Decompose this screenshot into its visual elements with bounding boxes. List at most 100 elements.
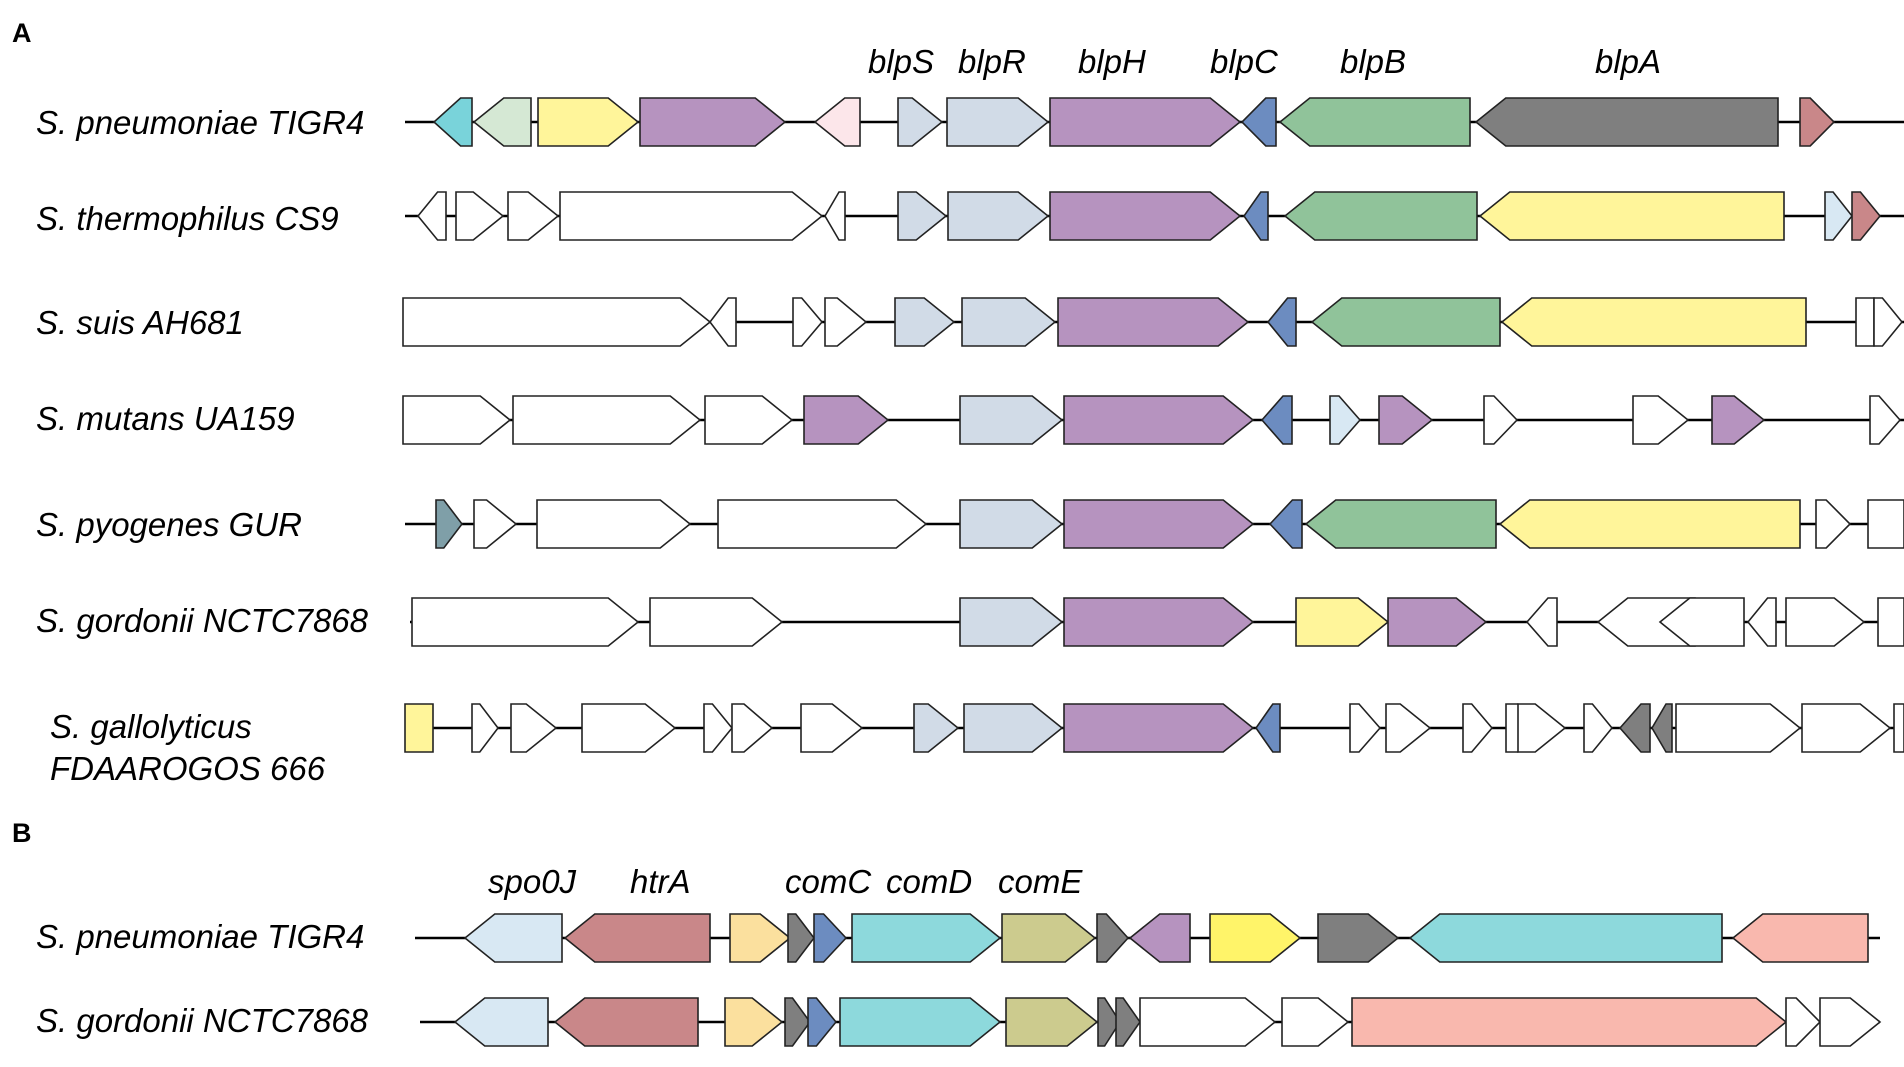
track-gallolyticus-gene-17 — [1583, 703, 1614, 753]
track-gallolyticus-gene-14 — [1462, 703, 1494, 753]
track-mutans-gene-5 — [959, 395, 1064, 445]
track-suis-gene-5 — [894, 297, 956, 347]
track-pneumoniae-gene-5 — [813, 97, 861, 147]
track-b-gordonii-gene-2 — [553, 997, 699, 1047]
organism-label-mutans: S. mutans UA159 — [36, 400, 295, 437]
track-mutans-gene-2 — [512, 395, 702, 445]
track-suis-gene-11 — [1855, 297, 1875, 347]
track-pyogenes-gene-6 — [1063, 499, 1255, 549]
track-gordonii-gene-10 — [1746, 597, 1777, 647]
gene-label-blpS: blpS — [868, 43, 934, 80]
track-pyogenes-gene-7 — [1268, 499, 1303, 549]
track-b-gordonii — [420, 997, 1882, 1047]
track-gallolyticus-gene-8 — [913, 703, 960, 753]
track-pyogenes-gene-5 — [959, 499, 1064, 549]
track-b-pneumoniae-gene-13 — [1731, 913, 1869, 963]
organism-label-thermophilus: S. thermophilus CS9 — [36, 200, 339, 237]
track-b-pneumoniae — [415, 913, 1880, 963]
track-thermophilus — [405, 191, 1904, 241]
track-b-gordonii-gene-12 — [1351, 997, 1788, 1047]
gene-tracks — [402, 97, 1904, 1047]
track-thermophilus-gene-10 — [1283, 191, 1478, 241]
track-thermophilus-gene-8 — [1049, 191, 1242, 241]
track-b-pneumoniae-gene-8 — [1096, 913, 1130, 963]
track-b-pneumoniae-gene-4 — [787, 913, 816, 963]
track-mutans-gene-7 — [1260, 395, 1293, 445]
track-suis-gene-9 — [1310, 297, 1501, 347]
track-thermophilus-gene-9 — [1243, 191, 1269, 241]
track-b-gordonii-gene-3 — [724, 997, 784, 1047]
track-mutans-gene-11 — [1632, 395, 1690, 445]
gene-label-blpH: blpH — [1078, 43, 1146, 80]
gene-label-blpC: blpC — [1210, 43, 1279, 80]
track-thermophilus-gene-6 — [897, 191, 948, 241]
track-pyogenes — [405, 499, 1904, 549]
track-b-gordonii-gene-11 — [1281, 997, 1350, 1047]
track-thermophilus-gene-13 — [1851, 191, 1882, 241]
track-pneumoniae-gene-2 — [472, 97, 532, 147]
track-gallolyticus-gene-20 — [1675, 703, 1802, 753]
track-b-gordonii-gene-6 — [839, 997, 1002, 1047]
track-suis-gene-3 — [792, 297, 824, 347]
organism-label-gallolyticus: S. gallolyticus — [50, 708, 252, 745]
track-b-pneumoniae-gene-6 — [851, 913, 1002, 963]
track-gallolyticus-gene-22 — [1893, 703, 1904, 753]
track-b-pneumoniae-gene-2 — [563, 913, 711, 963]
track-mutans-gene-6 — [1063, 395, 1255, 445]
track-suis-gene-8 — [1266, 297, 1297, 347]
track-mutans-gene-12 — [1711, 395, 1766, 445]
organism-label-suis: S. suis AH681 — [36, 304, 244, 341]
track-pneumoniae-gene-9 — [1240, 97, 1277, 147]
gene-label-blpR: blpR — [958, 43, 1026, 80]
track-suis-gene-12 — [1873, 297, 1904, 347]
track-pneumoniae-gene-6 — [897, 97, 944, 147]
track-b-pneumoniae-gene-10 — [1209, 913, 1302, 963]
gene-label-spo0J: spo0J — [488, 863, 577, 900]
gene-label-blpA: blpA — [1595, 43, 1661, 80]
track-pyogenes-gene-1 — [435, 499, 464, 549]
track-mutans-gene-13 — [1869, 395, 1902, 445]
track-gallolyticus-gene-9 — [963, 703, 1064, 753]
track-b-gordonii-gene-10 — [1139, 997, 1277, 1047]
track-b-pneumoniae-gene-3 — [729, 913, 792, 963]
track-b-gordonii-gene-7 — [1005, 997, 1099, 1047]
track-thermophilus-gene-2 — [455, 191, 505, 241]
track-pyogenes-gene-3 — [536, 499, 692, 549]
track-pyogenes-gene-10 — [1815, 499, 1852, 549]
track-gallolyticus — [404, 703, 1904, 753]
track-pneumoniae-gene-8 — [1049, 97, 1242, 147]
track-pneumoniae-gene-1 — [432, 97, 473, 147]
track-b-gordonii-gene-9 — [1115, 997, 1141, 1047]
track-thermophilus-gene-3 — [507, 191, 560, 241]
track-b-gordonii-gene-8 — [1097, 997, 1121, 1047]
track-gallolyticus-gene-5 — [703, 703, 734, 753]
track-gordonii-gene-2 — [649, 597, 784, 647]
track-gordonii-gene-4 — [1063, 597, 1255, 647]
track-gallolyticus-gene-3 — [510, 703, 558, 753]
track-gordonii — [410, 597, 1904, 647]
gene-label-comE: comE — [998, 863, 1083, 900]
track-pneumoniae-gene-7 — [946, 97, 1050, 147]
track-pneumoniae-gene-12 — [1799, 97, 1836, 147]
track-suis-gene-1 — [402, 297, 712, 347]
track-gallolyticus-gene-11 — [1255, 703, 1281, 753]
gene-label-blpB: blpB — [1340, 43, 1406, 80]
track-gallolyticus-gene-10 — [1063, 703, 1255, 753]
track-mutans-gene-8 — [1329, 395, 1362, 445]
organism-label-b-gordonii: S. gordonii NCTC7868 — [36, 1002, 369, 1039]
track-b-pneumoniae-gene-12 — [1408, 913, 1723, 963]
track-pneumoniae-gene-11 — [1474, 97, 1779, 147]
track-gordonii-gene-12 — [1877, 597, 1904, 647]
track-thermophilus-gene-1 — [416, 191, 447, 241]
track-mutans-gene-4 — [803, 395, 890, 445]
track-pyogenes-gene-2 — [473, 499, 518, 549]
organism-label-b-pneumoniae: S. pneumoniae TIGR4 — [36, 918, 364, 955]
track-gallolyticus-gene-19 — [1651, 703, 1673, 753]
track-gallolyticus-gene-13 — [1385, 703, 1432, 753]
organism-label-pyogenes: S. pyogenes GUR — [36, 506, 302, 543]
track-pneumoniae-gene-3 — [537, 97, 640, 147]
track-gallolyticus-gene-7 — [800, 703, 864, 753]
track-suis-gene-4 — [824, 297, 868, 347]
track-b-pneumoniae-gene-7 — [1001, 913, 1097, 963]
